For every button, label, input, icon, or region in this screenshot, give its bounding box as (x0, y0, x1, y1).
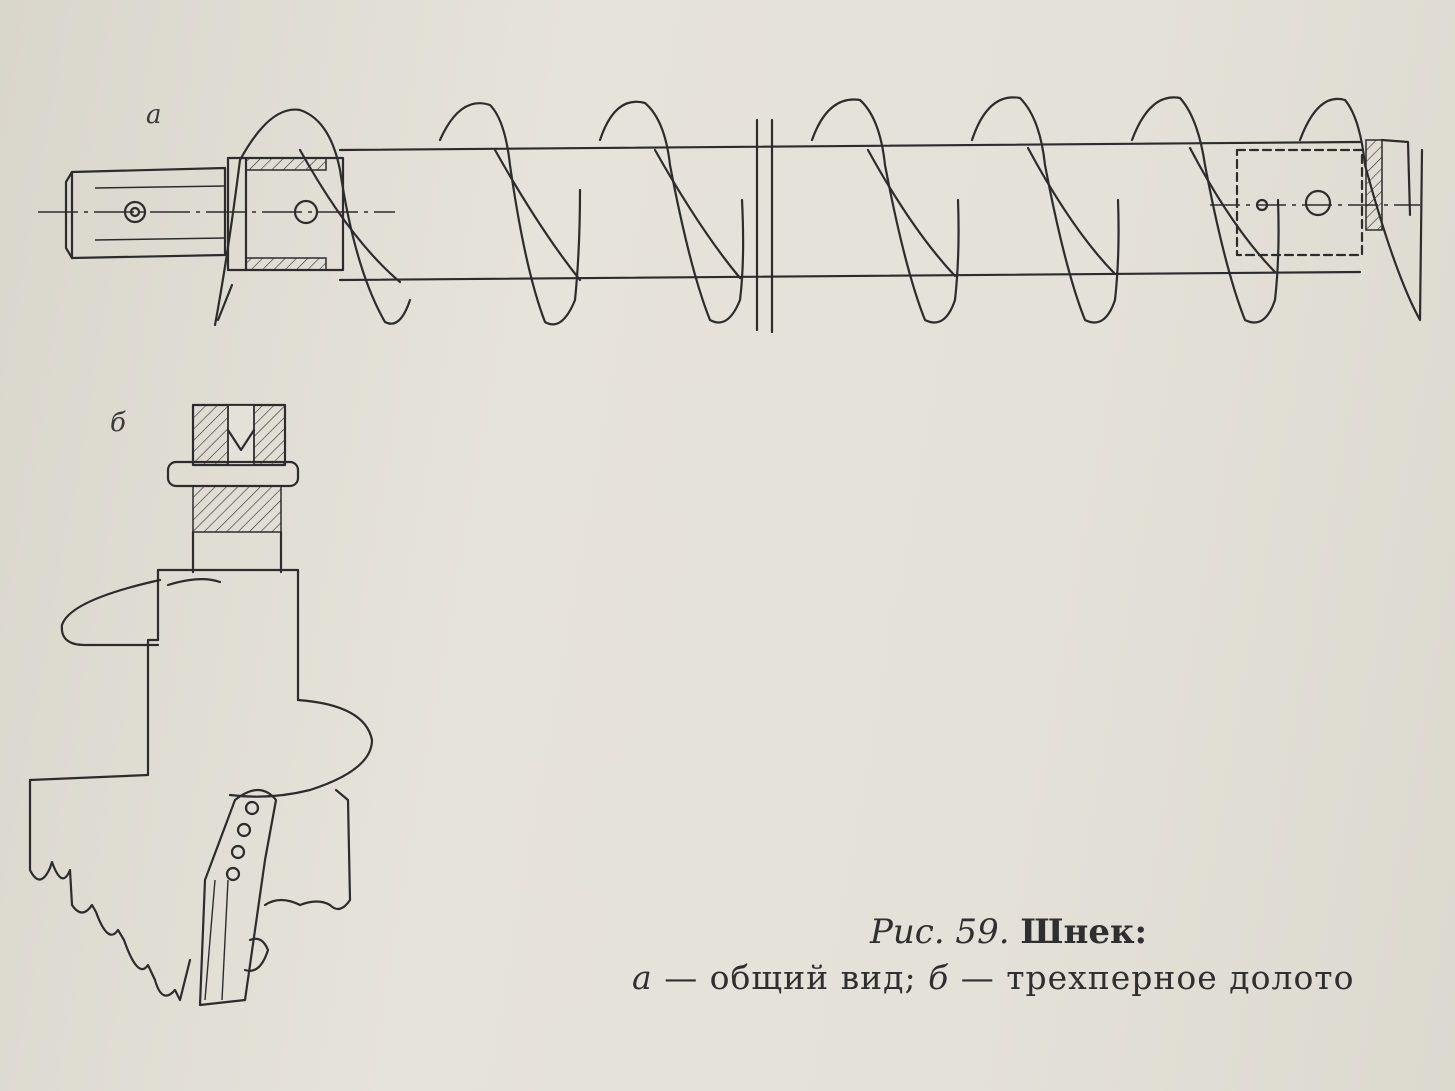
caption-part-b-text: — трехперное долото (960, 958, 1355, 997)
auger-flights (213, 96, 1424, 327)
caption-part-a-letter: а (632, 958, 653, 997)
figure-caption: Рис. 59. Шнек: (870, 908, 1430, 956)
caption-prefix: Рис. 59. (870, 912, 1010, 952)
three-blade-bit (28, 403, 374, 1007)
label-a: а (146, 100, 162, 130)
label-b: б (110, 408, 126, 438)
caption-legend: а — общий вид; б — трехперное долото (632, 958, 1354, 997)
auger-general-view (38, 96, 1424, 334)
caption-part-a-text: — общий вид; (664, 958, 917, 997)
caption-part-b-letter: б (928, 958, 950, 997)
caption-title: Шнек: (1020, 912, 1148, 952)
